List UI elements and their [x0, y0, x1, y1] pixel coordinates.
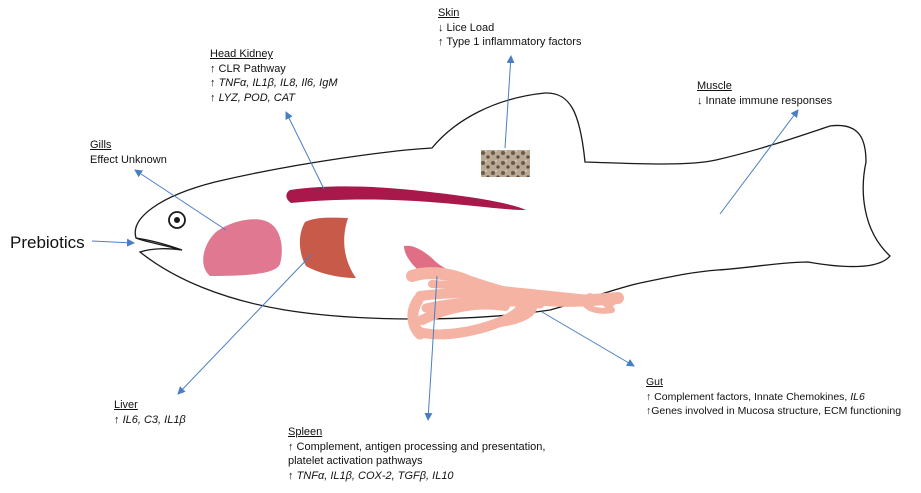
- muscle-heading: Muscle: [697, 79, 832, 94]
- skin-heading: Skin: [438, 6, 581, 21]
- liver-heading: Liver: [114, 398, 186, 413]
- spleen-line-3-arrow: ↑: [288, 470, 297, 482]
- skin-patch: [481, 150, 530, 177]
- spleen-line-2: platelet activation pathways: [288, 454, 545, 469]
- head-kidney-line-1: ↑ CLR Pathway: [210, 62, 338, 77]
- spleen-line-3-genes: TNFα, IL1β, COX-2, TGFβ, IL10: [297, 470, 454, 482]
- liver-callout: Liver ↑ IL6, C3, IL1β: [114, 398, 186, 427]
- skin-line-1: ↓ Lice Load: [438, 21, 581, 36]
- head-kidney-line-2: ↑ TNFα, IL1β, IL8, Il6, IgM: [210, 76, 338, 91]
- head-kidney-line-2-arrow: ↑: [210, 77, 219, 89]
- fish-pupil: [174, 217, 180, 223]
- spleen-line-1: ↑ Complement, antigen processing and pre…: [288, 440, 545, 455]
- gut-line-1: ↑ Complement factors, Innate Chemokines,…: [646, 390, 901, 405]
- head-kidney-callout: Head Kidney ↑ CLR Pathway ↑ TNFα, IL1β, …: [210, 47, 338, 105]
- gut-arrow: [542, 312, 634, 366]
- head-kidney-line-3-genes: LYZ, POD, CAT: [219, 92, 295, 104]
- gut-heading: Gut: [646, 375, 901, 390]
- liver-line-1: ↑ IL6, C3, IL1β: [114, 413, 186, 428]
- liver-line-1-arrow: ↑: [114, 414, 123, 426]
- head-kidney-heading: Head Kidney: [210, 47, 338, 62]
- head-kidney-line-3-arrow: ↑: [210, 92, 219, 104]
- gut-line-1-gene: IL6: [850, 391, 865, 403]
- liver-line-1-genes: IL6, C3, IL1β: [123, 414, 186, 426]
- gills-callout: Gills Effect Unknown: [90, 138, 167, 167]
- muscle-callout: Muscle ↓ Innate immune responses: [697, 79, 832, 108]
- head-kidney-line-3: ↑ LYZ, POD, CAT: [210, 91, 338, 106]
- prebiotics-arrow: [92, 241, 134, 243]
- skin-line-2: ↑ Type 1 inflammatory factors: [438, 35, 581, 50]
- gut-line-2: ↑Genes involved in Mucosa structure, ECM…: [646, 404, 901, 419]
- spleen-callout: Spleen ↑ Complement, antigen processing …: [288, 425, 545, 483]
- prebiotics-label: Prebiotics: [10, 233, 85, 253]
- skin-callout: Skin ↓ Lice Load ↑ Type 1 inflammatory f…: [438, 6, 581, 50]
- gills-heading: Gills: [90, 138, 167, 153]
- muscle-line-1: ↓ Innate immune responses: [697, 94, 832, 109]
- gut-line-1-text: ↑ Complement factors, Innate Chemokines,: [646, 391, 850, 403]
- spleen-line-3: ↑ TNFα, IL1β, COX-2, TGFβ, IL10: [288, 469, 545, 484]
- gut-callout: Gut ↑ Complement factors, Innate Chemoki…: [646, 375, 901, 419]
- spleen-heading: Spleen: [288, 425, 545, 440]
- gills-line-1: Effect Unknown: [90, 153, 167, 168]
- head-kidney-line-2-genes: TNFα, IL1β, IL8, Il6, IgM: [219, 77, 338, 89]
